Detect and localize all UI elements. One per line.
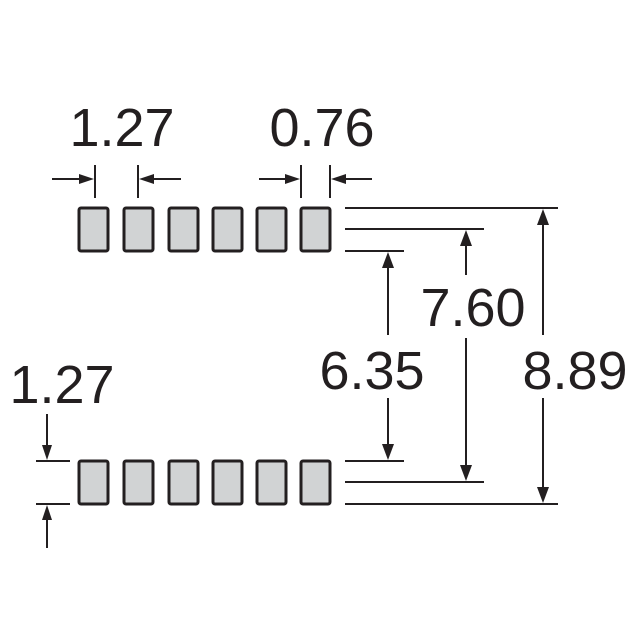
- pitch-arrow-left-head: [79, 174, 94, 184]
- bottom-pad-3: [167, 459, 200, 506]
- outer-spacing-dimension: 8.89: [522, 209, 628, 503]
- pad-height-dimension: 1.27: [9, 355, 115, 548]
- inner-spacing-label: 6.35: [319, 341, 424, 401]
- row-extension-lines: [345, 207, 558, 505]
- outer-arrow-bottom-head: [537, 487, 549, 503]
- top-pad-4: [211, 206, 244, 253]
- center-spacing-label: 7.60: [420, 278, 525, 338]
- width-arrow-left-head: [285, 174, 300, 184]
- top-pad-row: [77, 206, 332, 253]
- center-spacing-dimension: 7.60: [420, 230, 526, 481]
- center-arrow-top-head: [460, 230, 472, 246]
- pad-height-label: 1.27: [9, 355, 114, 415]
- bottom-pad-1: [77, 459, 110, 506]
- bottom-pad-row: [77, 459, 332, 506]
- center-arrow-bottom-head: [460, 465, 472, 481]
- pad-width-dimension: 0.76: [259, 98, 375, 198]
- pad-pitch-dimension: 1.27: [52, 98, 181, 198]
- pad-width-label: 0.76: [269, 98, 374, 158]
- width-arrow-right-head: [331, 174, 346, 184]
- outer-spacing-label: 8.89: [522, 341, 627, 401]
- top-pad-3: [167, 206, 200, 253]
- inner-spacing-dimension: 6.35: [319, 252, 425, 460]
- top-pad-1: [77, 206, 110, 253]
- bottom-pad-6: [299, 459, 332, 506]
- height-arrow-bottom-head: [42, 505, 52, 520]
- top-pad-2: [122, 206, 155, 253]
- outer-arrow-top-head: [537, 209, 549, 225]
- top-pad-6: [299, 206, 332, 253]
- bottom-pad-5: [255, 459, 288, 506]
- bottom-pad-4: [211, 459, 244, 506]
- height-arrow-top-head: [42, 445, 52, 460]
- pitch-arrow-right-head: [139, 174, 154, 184]
- pad-pitch-label: 1.27: [69, 98, 174, 158]
- top-pad-5: [255, 206, 288, 253]
- inner-arrow-bottom-head: [382, 444, 394, 460]
- inner-arrow-top-head: [382, 252, 394, 268]
- bottom-pad-2: [122, 459, 155, 506]
